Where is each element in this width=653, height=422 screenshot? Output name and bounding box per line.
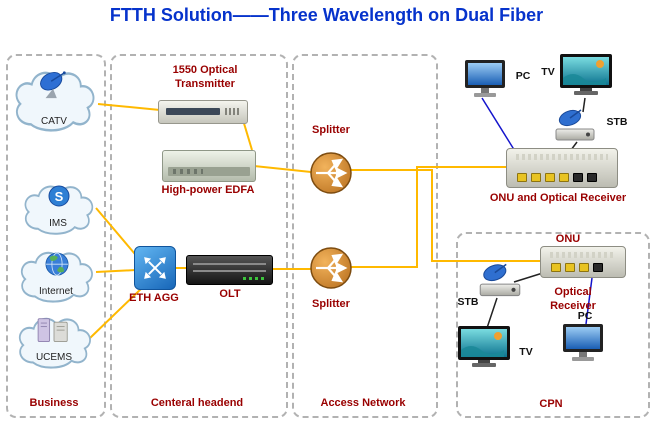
device-ports [517, 173, 597, 182]
tv-label: TV [541, 66, 555, 78]
optical-splitter-bottom [309, 246, 353, 290]
satellite-dish-icon [40, 71, 66, 99]
optical-splitter-top [309, 151, 353, 195]
ims-cloud: S IMS [18, 176, 98, 240]
port [531, 173, 541, 182]
headend-section-label: Centeral headend [150, 397, 244, 409]
port [573, 173, 583, 182]
cloud-label: IMS [49, 218, 67, 229]
olt-label: OLT [219, 288, 241, 300]
business-section-label: Business [29, 397, 79, 409]
cpn-stb-device [474, 262, 526, 300]
cloud-icon [18, 317, 91, 369]
splitter-bottom-label: Splitter [312, 298, 350, 310]
cpn-optical-receiver-label: Optical Receiver [550, 286, 596, 312]
access-section-box [292, 54, 438, 418]
globe-icon [45, 252, 69, 276]
device-vent-line [193, 270, 266, 272]
internet-cloud: Internet [14, 242, 98, 308]
onu-optical-receiver-label: ONU and Optical Receiver [489, 192, 627, 204]
svg-text:S: S [55, 189, 64, 204]
page-title: FTTH Solution——Three Wavelength on Dual … [109, 5, 544, 25]
cpn-stb-label: STB [457, 296, 479, 308]
cpn-tv-monitor [458, 326, 510, 370]
cpn-section-box [456, 232, 650, 418]
cpn-tv-label: TV [519, 346, 533, 358]
cloud-label: CATV [41, 116, 67, 127]
edfa-device [162, 150, 256, 182]
device-vents [225, 108, 241, 115]
stb-icon [479, 263, 521, 297]
splitter-icon [310, 152, 352, 194]
cloud-icon [15, 71, 95, 132]
catv-cloud: CATV [8, 60, 100, 138]
stb-label: STB [606, 116, 628, 128]
device-vent-line [193, 263, 266, 265]
device-knobs [173, 169, 203, 174]
port [593, 263, 603, 272]
cloud-icon [24, 185, 94, 235]
cpn-onu-device [540, 246, 626, 278]
port [579, 263, 589, 272]
switch-arrows-icon [144, 257, 166, 279]
cloud-label: Internet [39, 286, 73, 297]
eth-agg-switch [134, 246, 176, 290]
server-towers-icon [37, 318, 68, 343]
stb-device [550, 108, 600, 144]
edfa-label: High-power EDFA [161, 184, 255, 196]
ucems-cloud: UCEMS [12, 308, 96, 374]
pc-icon [563, 324, 603, 361]
ims-service-icon: S [48, 185, 70, 207]
port [587, 173, 597, 182]
optical-transmitter-device [158, 100, 248, 124]
cpn-section-label: CPN [539, 398, 563, 410]
splitter-icon [310, 247, 352, 289]
port [545, 173, 555, 182]
port [565, 263, 575, 272]
cloud-label: UCEMS [35, 352, 73, 363]
onu-optical-receiver-device [506, 148, 618, 188]
tv-icon [560, 54, 612, 95]
eth-agg-label: ETH AGG [129, 292, 179, 304]
olt-device [186, 255, 273, 285]
access-section-label: Access Network [320, 397, 406, 409]
cpn-pc-monitor [560, 324, 606, 364]
device-front-panel [168, 167, 250, 176]
tv-icon [458, 326, 510, 367]
stb-icon [555, 109, 595, 141]
cpn-pc-label: PC [577, 310, 593, 322]
device-leds [243, 277, 264, 280]
port [559, 173, 569, 182]
device-vents [516, 154, 608, 160]
cloud-icon [20, 251, 93, 303]
pc-label: PC [515, 70, 531, 82]
pc-monitor [462, 60, 508, 100]
cpn-onu-label: ONU [555, 233, 581, 245]
device-front-panel [166, 108, 220, 115]
tv-monitor [560, 54, 612, 98]
port [551, 263, 561, 272]
device-ports [551, 263, 603, 272]
port [517, 173, 527, 182]
splitter-top-label: Splitter [312, 124, 350, 136]
transmitter-label: 1550 Optical Transmitter [172, 64, 238, 90]
device-vents [550, 252, 616, 258]
pc-icon [465, 60, 505, 97]
